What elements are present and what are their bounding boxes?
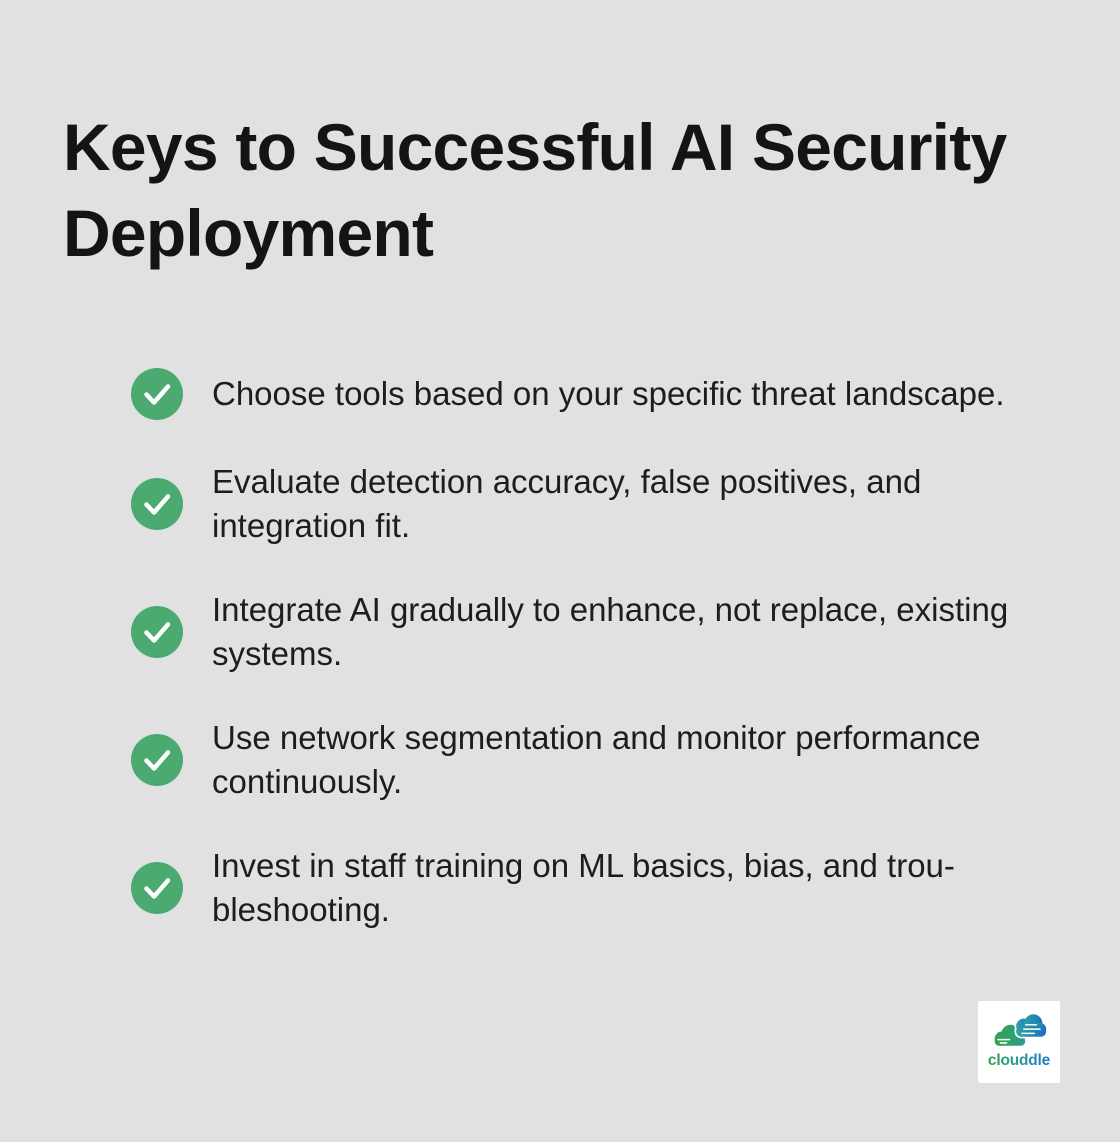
checklist-item: Invest in staff training on ML basics, b… [131, 844, 1120, 932]
checklist-item: Use network segmentation and monitor per… [131, 716, 1120, 804]
checklist-item-text: Invest in staff training on ML basics, b… [212, 847, 955, 928]
checklist-item-text: Evaluate detection accuracy, false posit… [212, 463, 922, 544]
checklist-item-text: Use network segmentation and monitor per… [212, 719, 981, 800]
checklist-item-text: Integrate AI gradually to enhance, not r… [212, 591, 1009, 672]
check-circle-icon [131, 862, 183, 914]
checklist-item-text: Choose tools based on your specific thre… [212, 375, 1005, 412]
clouddle-logo-card: clouddle [978, 1001, 1060, 1083]
check-circle-icon [131, 478, 183, 530]
check-circle-icon [131, 606, 183, 658]
check-circle-icon [131, 368, 183, 420]
checklist-item: Integrate AI gradually to enhance, not r… [131, 588, 1120, 676]
checklist-item: Evaluate detection accuracy, false posit… [131, 460, 1120, 548]
checklist: Choose tools based on your specific thre… [131, 368, 1120, 932]
page-title: Keys to Successful AI Security Deploymen… [63, 110, 1007, 270]
logo-wordmark: clouddle [987, 1052, 1051, 1069]
check-circle-icon [131, 734, 183, 786]
cloud-icon [994, 1012, 1048, 1046]
checklist-item: Choose tools based on your specific thre… [131, 368, 1120, 420]
